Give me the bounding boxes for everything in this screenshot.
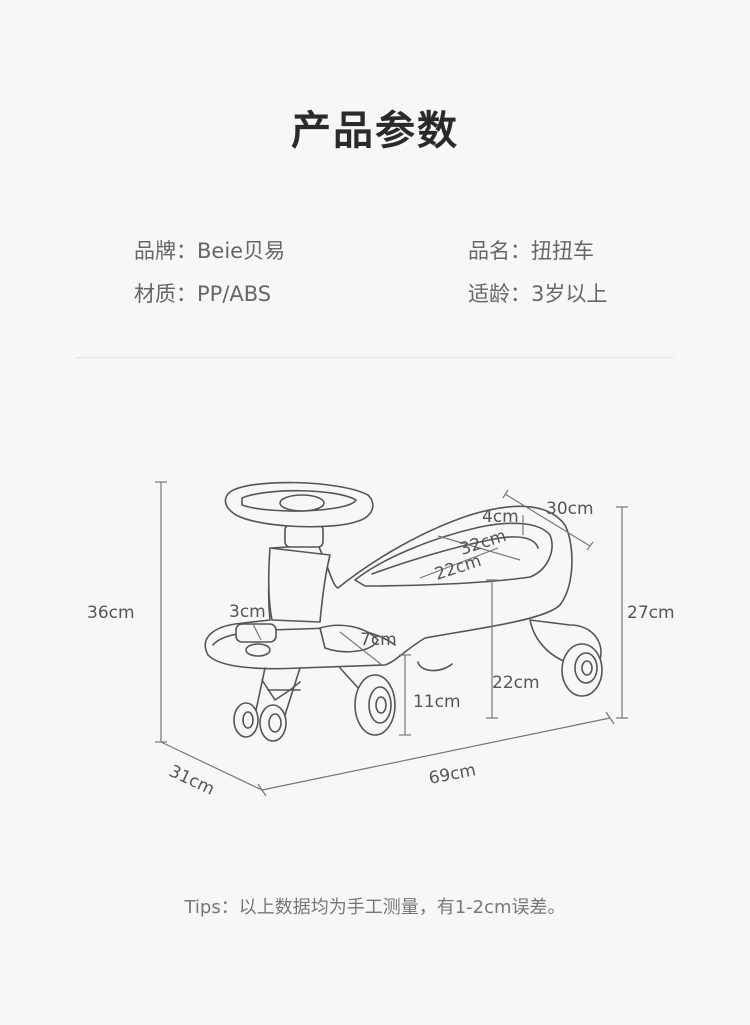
measurement-tips: Tips：以上数据均为手工测量，有1-2cm误差。 xyxy=(184,897,566,918)
dim-footrest-depth: 3cm xyxy=(229,602,266,622)
spec-product-name-label: 品名： xyxy=(468,239,531,263)
spec-material-label: 材质： xyxy=(134,282,197,306)
spec-age-label: 适龄： xyxy=(468,282,531,306)
front-right-wheel xyxy=(259,704,287,742)
spec-brand-label: 品牌： xyxy=(134,239,197,263)
spec-product-name-value: 扭扭车 xyxy=(531,239,594,263)
spec-age: 适龄：3岁以上 xyxy=(468,278,607,308)
dim-seat-width: 30cm xyxy=(546,499,594,519)
page-title: 产品参数 xyxy=(291,108,459,154)
dim-height-total: 36cm xyxy=(87,603,135,623)
front-large-wheel xyxy=(354,674,396,736)
dim-seat-height: 22cm xyxy=(492,673,540,693)
spec-brand-value: Beie贝易 xyxy=(197,239,286,263)
dim-footrest-width: 7cm xyxy=(360,630,397,650)
spec-age-value: 3岁以上 xyxy=(531,282,608,306)
section-divider xyxy=(76,357,674,358)
dim-rear-height: 27cm xyxy=(627,603,675,623)
left-pedal xyxy=(235,623,277,643)
seat xyxy=(354,522,553,587)
dimension-lines xyxy=(155,481,628,797)
steering-column xyxy=(267,547,331,623)
dim-seat-inner-1: 4cm xyxy=(482,507,519,527)
spec-brand: 品牌：Beie贝易 xyxy=(134,235,285,265)
spec-material: 材质：PP/ABS xyxy=(134,278,271,308)
front-left-wheel xyxy=(233,702,259,738)
dim-length: 69cm xyxy=(427,760,477,789)
dim-width: 31cm xyxy=(166,761,218,799)
spec-product-name: 品名：扭扭车 xyxy=(468,235,594,265)
front-caster-frame xyxy=(254,667,361,716)
swing-car-drawing xyxy=(204,481,603,742)
spec-material-value: PP/ABS xyxy=(197,282,272,306)
rear-wheel xyxy=(561,643,603,697)
dim-front-clearance: 11cm xyxy=(413,692,461,712)
